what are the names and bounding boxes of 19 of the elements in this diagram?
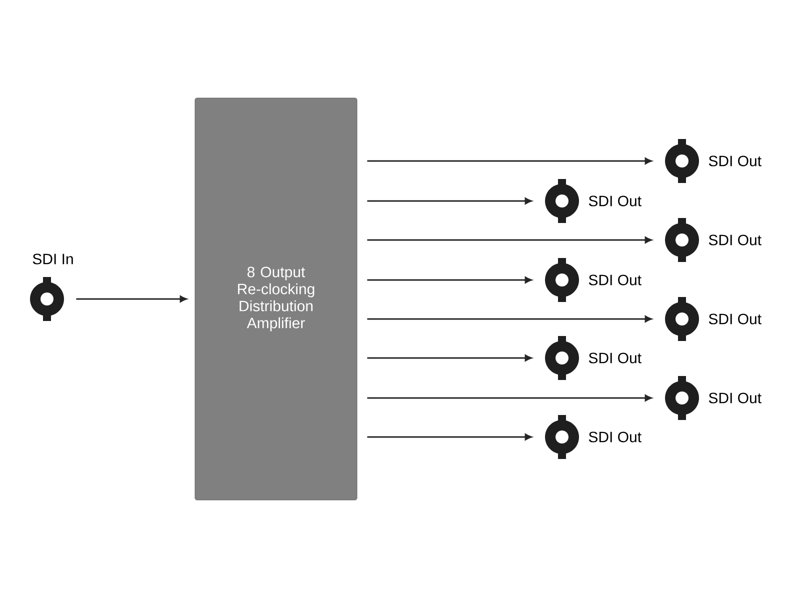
port-label: SDI Out <box>708 234 762 246</box>
port-label: SDI Out <box>708 156 762 166</box>
arrow <box>367 236 652 244</box>
port-label: SDI Out <box>588 274 642 286</box>
arrow <box>76 296 188 302</box>
amplifier-box: 8 Output Re-clocking Distribution Amplifier <box>194 98 358 500</box>
port-label: SDI Out <box>708 392 762 404</box>
port-label: SDI Out <box>588 432 642 442</box>
arrow <box>367 198 532 204</box>
port-label: SDI In <box>32 254 73 264</box>
port-label: SDI Out <box>708 314 762 324</box>
arrow <box>367 434 532 440</box>
port-label: SDI Out <box>588 352 642 364</box>
arrow <box>367 276 532 284</box>
arrow <box>367 158 652 164</box>
arrow <box>367 354 532 362</box>
port-label: SDI Out <box>588 196 642 206</box>
arrow <box>367 316 652 322</box>
arrow <box>367 394 652 402</box>
